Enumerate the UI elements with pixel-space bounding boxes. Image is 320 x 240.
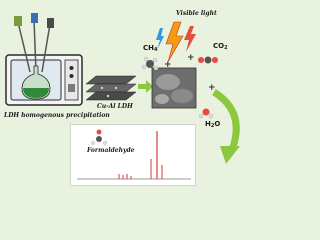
graphical-abstract: + + + (5, 13, 240, 164)
formaldehyde-h2 (103, 141, 107, 145)
catalyst-label: Cu-Al LDH (97, 103, 133, 110)
reactant-text: CH (143, 44, 154, 52)
formaldehyde-carbon (96, 136, 102, 142)
formaldehyde-oxygen (96, 129, 102, 135)
product2-text: H (205, 120, 211, 128)
light-label: Visible light (176, 10, 217, 17)
product2-subscript: 2 (210, 123, 215, 129)
svg-text:+: + (208, 83, 216, 93)
molecule-icon: + + + (141, 53, 218, 119)
flask-icon (14, 13, 54, 100)
bar-arrow-icon (138, 80, 153, 93)
svg-text:+: + (187, 53, 195, 63)
sem-image-icon (151, 67, 197, 109)
product1-label: CO2 (213, 42, 228, 51)
spectrum-plot (77, 129, 191, 180)
spectrum-product-label: Formaldehyde (87, 147, 135, 154)
lightning-icon (156, 21, 196, 63)
formaldehyde-h1 (91, 141, 95, 145)
svg-text:+: + (164, 60, 172, 70)
ldh-sheets-icon (85, 75, 137, 101)
reactant-label: CH4 (143, 44, 157, 53)
spectrum-panel: Formaldehyde (70, 124, 196, 186)
process-label: LDH homogenous precipitation (4, 112, 110, 119)
product1-text: CO (213, 42, 225, 50)
product1-subscript: 2 (224, 45, 228, 51)
curved-arrow-icon (212, 89, 240, 164)
reactant-subscript: 4 (154, 47, 158, 53)
product2-tail: O (214, 120, 221, 128)
product2-label: H2O (205, 120, 220, 129)
